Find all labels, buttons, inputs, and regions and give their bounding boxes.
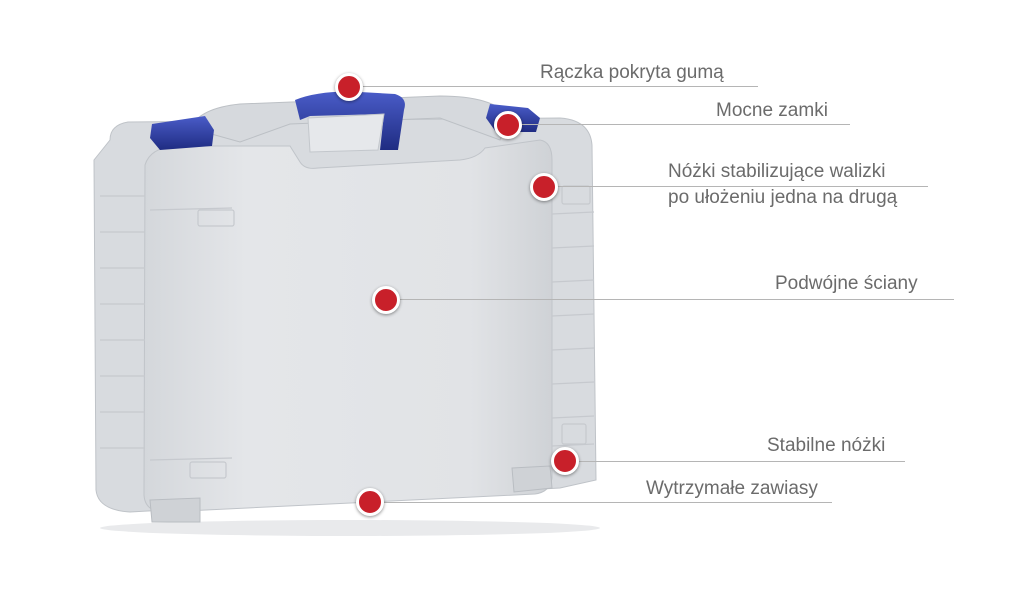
line-locks	[508, 124, 850, 125]
right-ribs	[551, 185, 595, 447]
ground-shadow	[100, 520, 600, 536]
left-ribs	[100, 195, 235, 479]
label-feet: Stabilne nóżki	[767, 435, 886, 456]
latch-left	[150, 116, 214, 150]
line-feet-stack	[544, 186, 928, 187]
line-hinges	[370, 502, 832, 503]
label-hinges: Wytrzymałe zawiasy	[646, 478, 818, 499]
marker-locks	[494, 111, 522, 139]
label-walls: Podwójne ściany	[775, 273, 918, 294]
line-handle	[360, 86, 758, 87]
foot-right	[511, 465, 553, 493]
case-front-panel	[143, 139, 553, 513]
marker-walls	[372, 286, 400, 314]
label-locks: Mocne zamki	[716, 100, 828, 121]
label-handle: Rączka pokryta gumą	[540, 62, 724, 83]
marker-feet	[551, 447, 579, 475]
marker-handle	[335, 73, 363, 101]
handle-grip	[295, 91, 405, 150]
foot-left	[149, 497, 201, 523]
line-feet	[565, 461, 905, 462]
marker-feet-stack	[530, 173, 558, 201]
marker-hinges	[356, 488, 384, 516]
line-walls	[386, 299, 954, 300]
label-feet-stack-line1: Nóżki stabilizujące walizki	[668, 161, 886, 182]
label-feet-stack-line2: po ułożeniu jedna na drugą	[668, 187, 898, 208]
handle-inner-gap	[307, 113, 385, 153]
